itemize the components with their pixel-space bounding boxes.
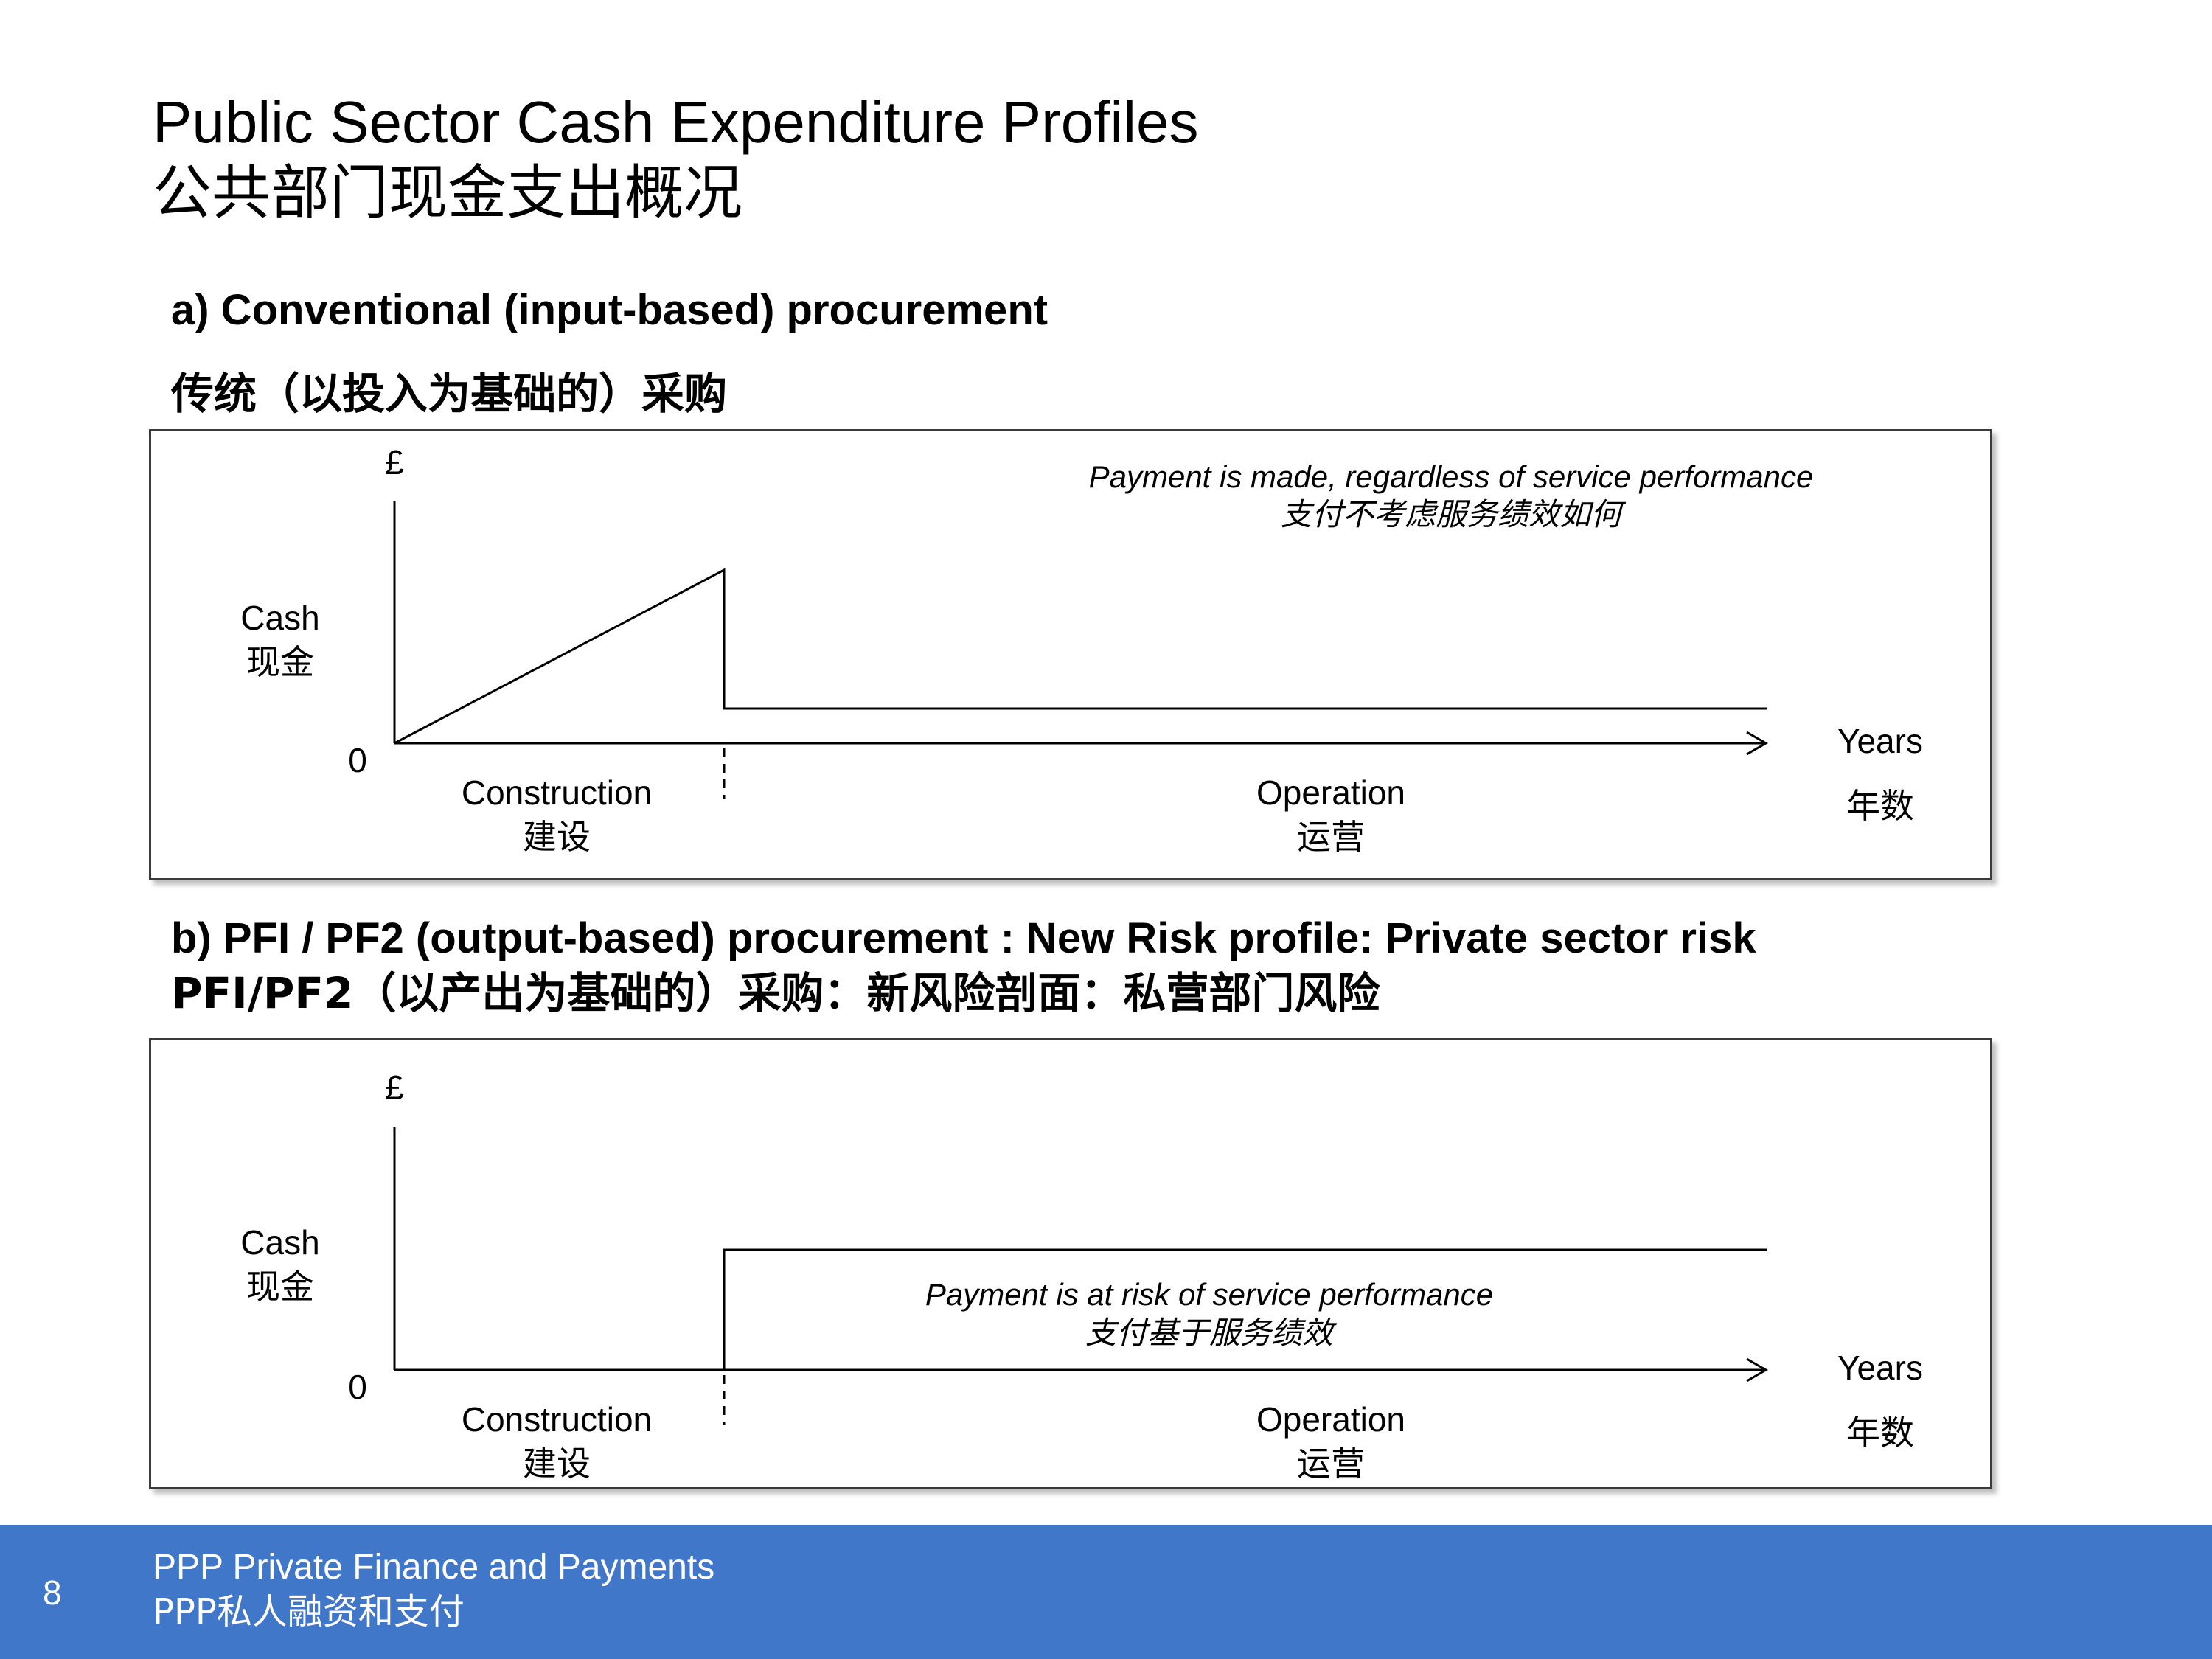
cash-profile-line [394, 568, 1767, 745]
chart-panel-b: £ Cash 现金 0 Years 年数 Construction 建设 Ope… [149, 1038, 1992, 1489]
x-axis-arrow [1746, 731, 1769, 756]
phase-construction-cn: 建设 [523, 1444, 591, 1484]
profile-diagram-b [393, 1127, 1769, 1425]
x-label-en: Years [1837, 722, 1923, 760]
origin-label: 0 [348, 1368, 367, 1406]
footer-title-en: PPP Private Finance and Payments [153, 1548, 715, 1587]
section-a-heading-cn: 传统（以投入为基础的）采购 [171, 369, 728, 419]
phase-operation-en: Operation [1256, 1400, 1405, 1439]
profile-diagram-a [393, 501, 1769, 799]
payment-note-cn: 支付不考虑服务绩效如何 [1280, 496, 1621, 532]
section-b-heading-en: b) PFI / PF2 (output-based) procurement … [171, 914, 1756, 962]
origin-label: 0 [348, 741, 367, 779]
y-label-en: Cash [240, 1223, 320, 1262]
x-label-cn: 年数 [1846, 1413, 1914, 1453]
section-a-heading-en: a) Conventional (input-based) procuremen… [171, 286, 1048, 334]
chart-panel-a: £ Cash 现金 0 Years 年数 Construction 建设 Ope… [149, 429, 1992, 880]
x-label-en: Years [1837, 1349, 1923, 1387]
slide-title-en: Public Sector Cash Expenditure Profiles [153, 89, 1199, 155]
payment-note-en: Payment is at risk of service performanc… [925, 1277, 1494, 1312]
section-b-heading-cn: PFI/PF2（以产出为基础的）采购：新风险剖面：私营部门风险 [171, 968, 1380, 1018]
phase-construction-en: Construction [461, 773, 653, 812]
phase-construction-cn: 建设 [523, 817, 591, 857]
pound-symbol: £ [385, 443, 404, 481]
footer-title-cn: PPP私人融资和支付 [153, 1591, 465, 1632]
pound-symbol: £ [385, 1068, 404, 1107]
y-label-cn: 现金 [246, 1267, 314, 1307]
slide-title-cn: 公共部门现金支出概况 [153, 159, 742, 227]
x-axis-arrow [1746, 1357, 1769, 1382]
x-label-cn: 年数 [1846, 786, 1914, 826]
phase-operation-cn: 运营 [1297, 1444, 1365, 1484]
y-label-cn: 现金 [246, 642, 314, 682]
cash-profile-line [723, 1248, 1767, 1370]
y-label-en: Cash [240, 599, 320, 637]
page-number: 8 [43, 1573, 62, 1612]
phase-operation-en: Operation [1256, 773, 1405, 812]
phase-construction-en: Construction [461, 1400, 653, 1439]
footer-bar: 8 PPP Private Finance and Payments PPP私人… [0, 1525, 2212, 1659]
payment-note-en: Payment is made, regardless of service p… [1088, 459, 1814, 494]
payment-note-cn: 支付基于服务绩效 [1085, 1315, 1333, 1351]
phase-operation-cn: 运营 [1297, 817, 1365, 857]
